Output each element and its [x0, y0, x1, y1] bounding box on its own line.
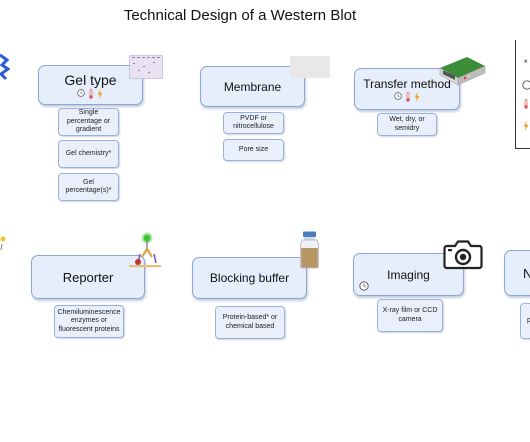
imaging-option-1: X-ray film or CCD camera	[377, 299, 443, 332]
blocking-buffer-box: Blocking buffer	[192, 257, 307, 299]
antibody-icon	[129, 232, 161, 268]
gel-type-label: Gel type	[64, 71, 117, 88]
partial-blue-shape	[0, 53, 10, 81]
imaging-box: Imaging	[353, 253, 464, 296]
lightning-icon	[523, 121, 529, 131]
reporter-option-1: Chemiluminescence enzymes or fluorescent…	[54, 305, 124, 338]
gel-type-option-1: Single percentage or gradient	[58, 108, 119, 136]
gel-type-option-2: Gel chemistry*	[58, 140, 119, 168]
thermometer-icon	[406, 91, 410, 102]
thermometer-icon	[524, 99, 528, 109]
diagram-title: Technical Design of a Western Blot	[123, 7, 357, 24]
reporter-label: Reporter	[62, 269, 114, 285]
gel-type-box: Gel type	[38, 65, 143, 105]
thermometer-icon	[89, 88, 94, 99]
blocking-buffer-option-1: Protein-based* or chemical based	[215, 306, 285, 339]
lightning-icon	[414, 91, 420, 102]
legend-fragment	[515, 40, 530, 149]
membrane-label: Membrane	[223, 79, 282, 94]
lightning-icon	[97, 88, 103, 99]
camera-icon	[443, 240, 483, 270]
imaging-label: Imaging	[387, 267, 430, 282]
clock-icon	[394, 91, 402, 100]
gel-type-option-3: Gel percentage(s)*	[58, 173, 119, 201]
transfer-method-option-1: Wet, dry, or semidry	[377, 113, 437, 136]
blocking-buffer-label: Blocking buffer	[209, 271, 290, 285]
clock-icon	[359, 281, 369, 291]
legend-marker: *	[524, 58, 528, 68]
transfer-method-label: Transfer method	[363, 76, 451, 91]
partial-right-option: p	[520, 303, 530, 339]
membrane-box: Membrane	[200, 66, 305, 107]
membrane-option-1: PVDF or nitrocellulose	[223, 112, 284, 134]
bottle-icon	[300, 231, 319, 269]
membrane-image	[290, 56, 330, 78]
partial-right-option-text: p	[527, 316, 530, 324]
membrane-option-2: Pore size	[223, 139, 284, 161]
partial-right-label: N	[523, 265, 530, 281]
partial-left-bottom-shape	[0, 236, 6, 251]
clock-icon	[522, 80, 530, 90]
transfer-device-icon	[439, 57, 486, 86]
clock-icon	[77, 88, 86, 97]
partial-right-box: N	[504, 250, 530, 296]
reporter-box: Reporter	[31, 255, 145, 299]
gel-image-icon	[129, 55, 163, 79]
